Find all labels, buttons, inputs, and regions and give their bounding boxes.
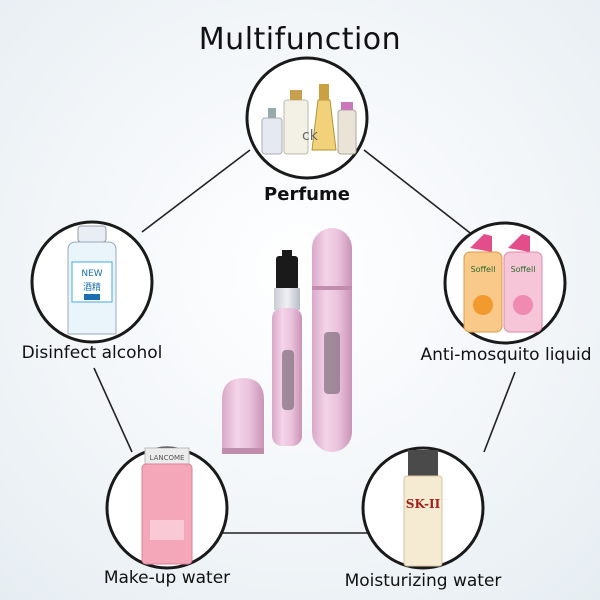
alcohol-bottle-icon: NEW 酒精 [67, 225, 117, 335]
mosquito-brand-text-1: Soffell [471, 265, 496, 274]
connector-lines [93, 149, 516, 534]
mosquito-circle: Soffell Soffell [443, 221, 567, 345]
sk-brand-text: SK-II [406, 497, 441, 511]
mosquito-spray-icon: Soffell Soffell [463, 234, 543, 333]
connector-perfume-disinfect [141, 149, 251, 233]
connector-perfume-mosquito [363, 149, 475, 237]
capped-atomizer-bottle [312, 228, 352, 452]
page-title: Multifunction [198, 22, 402, 57]
perfume-label: Perfume [264, 184, 350, 205]
perfume-bottles-icon: ck [261, 84, 357, 155]
perfume-circle: ck [245, 56, 369, 180]
atomizer-cap-icon [222, 378, 264, 454]
open-atomizer-bottle [272, 250, 302, 446]
moisturizing-label: Moisturizing water [345, 571, 502, 591]
disinfect-label: Disinfect alcohol [22, 343, 163, 363]
mosquito-brand-text-2: Soffell [511, 265, 536, 274]
makeup-brand-text: LANCOME [150, 454, 185, 462]
makeup-label: Make-up water [104, 568, 230, 588]
alcohol-cn-text: 酒精 [83, 281, 101, 293]
makeup-water-bottle-icon: LANCOME [141, 447, 193, 565]
makeup-circle: LANCOME [105, 446, 229, 570]
atomizer-bottles [222, 228, 352, 454]
alcohol-brand-text: NEW [81, 269, 102, 279]
mosquito-label: Anti-mosquito liquid [420, 345, 591, 365]
connector-disinfect-makeup [93, 367, 133, 453]
skii-bottle-icon: SK-II [403, 450, 443, 567]
svg-text:ck: ck [302, 128, 319, 144]
connector-mosquito-moisturizing [483, 371, 516, 453]
disinfect-circle: NEW 酒精 [30, 220, 154, 344]
moisturizing-circle: SK-II [361, 446, 485, 570]
